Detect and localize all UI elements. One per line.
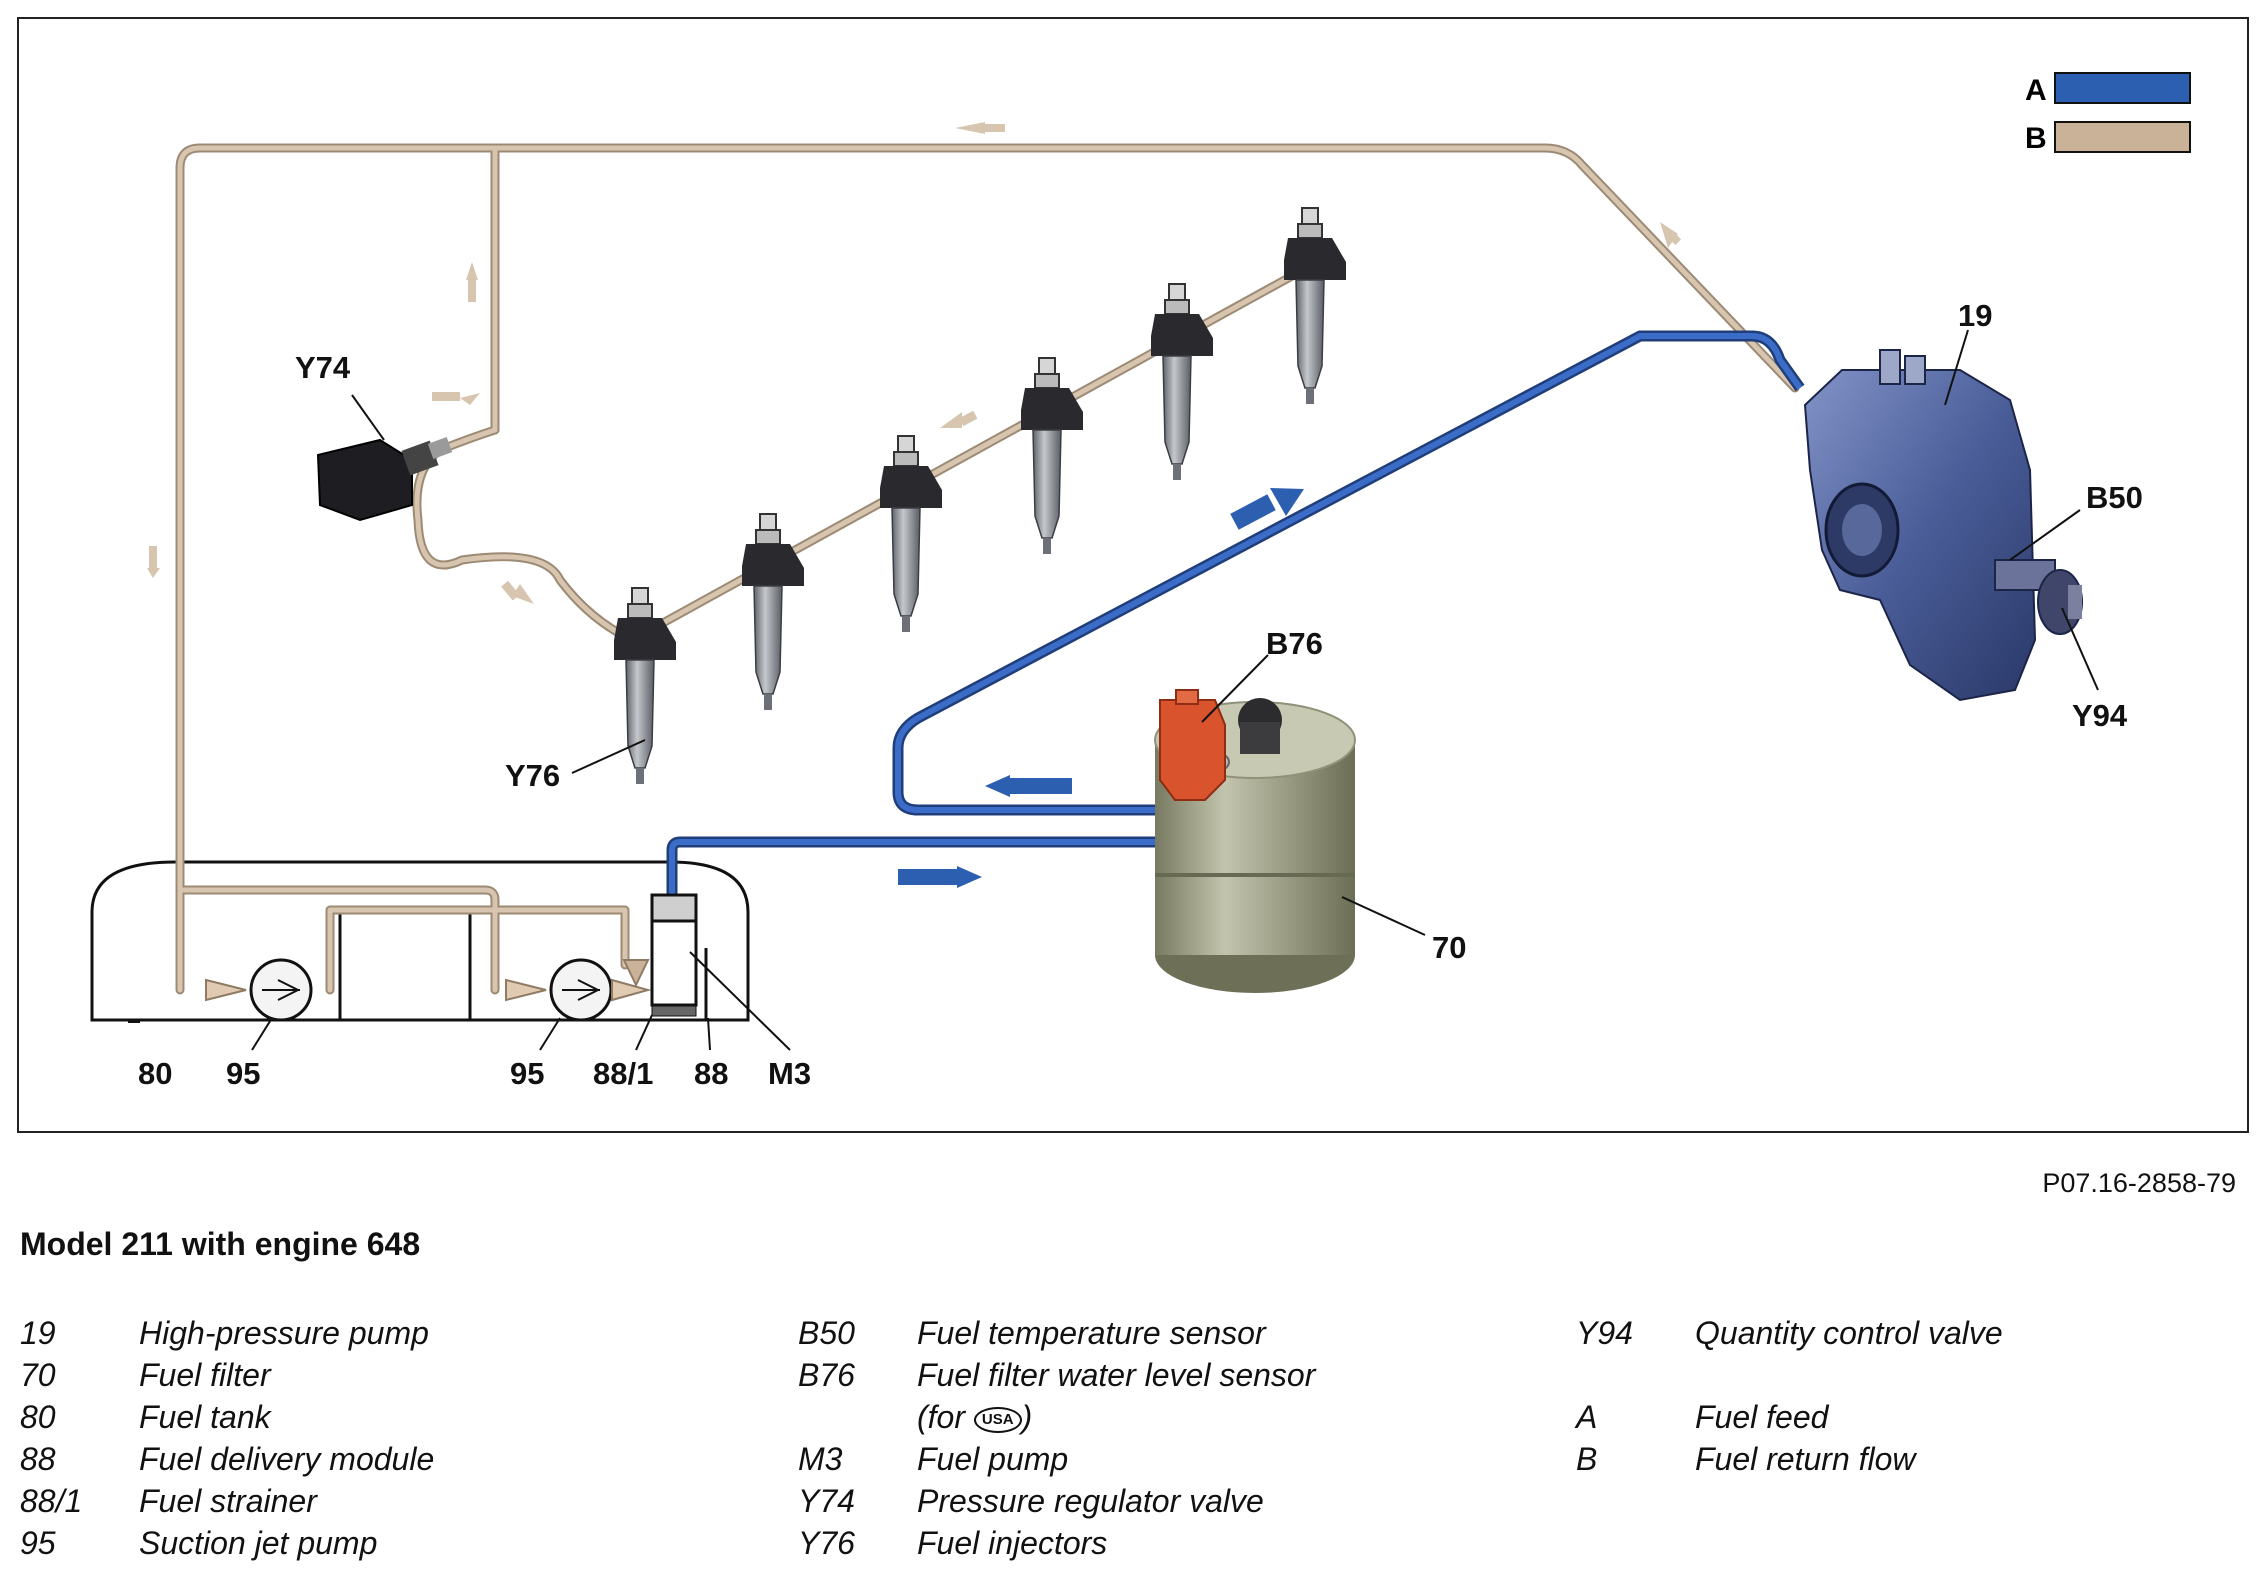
feed-arrow bbox=[985, 775, 1010, 797]
return-arrow bbox=[940, 412, 962, 428]
flow-arrows bbox=[147, 122, 1682, 888]
return-arrow bbox=[460, 393, 480, 405]
legend-code: Y76 bbox=[798, 1525, 855, 1561]
legend-code: 88 bbox=[20, 1441, 56, 1477]
return-lines bbox=[175, 143, 1800, 995]
legend-row: A Fuel feed bbox=[1576, 1396, 2003, 1438]
legend-code: 70 bbox=[20, 1357, 56, 1393]
suction-jet-pump bbox=[205, 958, 313, 1022]
line-key: A B bbox=[2025, 72, 2191, 155]
callout-95: 95 bbox=[226, 1056, 260, 1091]
callout-88-1: 88/1 bbox=[593, 1056, 653, 1091]
legend-code: 19 bbox=[20, 1315, 56, 1351]
usa-badge-icon: USA bbox=[973, 1406, 1022, 1433]
legend-desc: Fuel filter water level sensor bbox=[917, 1357, 1316, 1393]
key-swatch-return bbox=[2054, 121, 2191, 153]
legend-row: 70 Fuel filter bbox=[20, 1354, 434, 1396]
legend-code: Y94 bbox=[1576, 1315, 1633, 1351]
legend-code: 95 bbox=[20, 1525, 56, 1561]
return-arrow bbox=[147, 568, 160, 578]
callout-19: 19 bbox=[1958, 298, 1992, 333]
tank-divider bbox=[338, 906, 472, 1022]
legend-desc: Fuel feed bbox=[1695, 1399, 1829, 1435]
callout-b76: B76 bbox=[1266, 626, 1323, 661]
legend-row: B50 Fuel temperature sensor bbox=[798, 1312, 1315, 1354]
legend-note: (for USA) bbox=[917, 1399, 1033, 1435]
legend-code: M3 bbox=[798, 1441, 843, 1477]
key-swatch-feed bbox=[2054, 72, 2191, 104]
return-arrow bbox=[466, 262, 478, 280]
legend-row: 80 Fuel tank bbox=[20, 1396, 434, 1438]
legend-code: B50 bbox=[798, 1315, 855, 1351]
legend-desc: Fuel pump bbox=[917, 1441, 1069, 1477]
fuel-delivery-module bbox=[622, 893, 708, 1020]
callout-m3: M3 bbox=[768, 1056, 811, 1091]
leader-lines bbox=[128, 329, 2099, 1051]
legend-desc: Pressure regulator valve bbox=[917, 1483, 1264, 1519]
legend-row: M3 Fuel pump bbox=[798, 1438, 1315, 1480]
callout-80: 80 bbox=[138, 1056, 172, 1091]
high-pressure-pump bbox=[1803, 349, 2083, 702]
legend-row: Y76 Fuel injectors bbox=[798, 1522, 1315, 1564]
legend-code: B bbox=[1576, 1441, 1598, 1477]
feed-arrow bbox=[957, 866, 982, 888]
legend-row: 88 Fuel delivery module bbox=[20, 1438, 434, 1480]
callout-70: 70 bbox=[1432, 930, 1466, 965]
legend-row: (for USA) bbox=[798, 1396, 1315, 1438]
diagram-frame bbox=[17, 17, 2249, 1133]
model-title: Model 211 with engine 648 bbox=[20, 1226, 421, 1262]
callout-y94: Y94 bbox=[2072, 698, 2128, 733]
callout-y76: Y76 bbox=[505, 758, 560, 793]
legend-code: B76 bbox=[798, 1357, 855, 1393]
legend-desc: Fuel delivery module bbox=[139, 1441, 435, 1477]
legend-desc: Fuel tank bbox=[139, 1399, 271, 1435]
legend-desc: Fuel filter bbox=[139, 1357, 271, 1393]
callout-88: 88 bbox=[694, 1056, 728, 1091]
legend-code: Y74 bbox=[798, 1483, 855, 1519]
legend-desc: Fuel injectors bbox=[917, 1525, 1108, 1561]
figure-id: P07.16-2858-79 bbox=[2042, 1168, 2236, 1198]
callout-y74: Y74 bbox=[295, 350, 351, 385]
pressure-regulator-valve bbox=[316, 437, 453, 522]
legend-row: 88/1 Fuel strainer bbox=[20, 1480, 434, 1522]
fuel-strainer bbox=[651, 1005, 697, 1017]
legend-row: Y74 Pressure regulator valve bbox=[798, 1480, 1315, 1522]
legend-row: Y94 Quantity control valve bbox=[1576, 1312, 2003, 1354]
legend-row: 95 Suction jet pump bbox=[20, 1522, 434, 1564]
legend-column-3: Y94 Quantity control valve A Fuel feed B Fu… bbox=[1576, 1312, 2003, 1480]
suction-jet-pump bbox=[505, 958, 652, 1022]
legend-row: 19 High-pressure pump bbox=[20, 1312, 434, 1354]
legend-desc: Quantity control valve bbox=[1695, 1315, 2003, 1351]
callout-b50: B50 bbox=[2086, 480, 2143, 515]
legend-column-2: B50 Fuel temperature sensor B76 Fuel filte… bbox=[798, 1312, 1315, 1564]
legend-code: 80 bbox=[20, 1399, 56, 1435]
legend-row: B Fuel return flow bbox=[1576, 1438, 2003, 1480]
legend-desc: Fuel strainer bbox=[139, 1483, 317, 1519]
legend-desc: High-pressure pump bbox=[139, 1315, 429, 1351]
return-arrow bbox=[955, 122, 985, 134]
feed-arrow bbox=[1270, 488, 1304, 516]
key-label-b: B bbox=[2025, 122, 2047, 155]
return-arrow bbox=[512, 584, 534, 604]
legend-desc: Fuel return flow bbox=[1695, 1441, 1916, 1477]
fuel-system-diagram: A B bbox=[17, 17, 2249, 1133]
water-level-sensor bbox=[1159, 689, 1226, 801]
legend-desc: Suction jet pump bbox=[139, 1525, 378, 1561]
legend-desc: Fuel temperature sensor bbox=[917, 1315, 1266, 1351]
legend-code: 88/1 bbox=[20, 1483, 83, 1519]
fuel-injectors bbox=[613, 207, 1347, 785]
callout-95: 95 bbox=[510, 1056, 544, 1091]
key-label-a: A bbox=[2025, 74, 2047, 107]
legend-code: A bbox=[1576, 1399, 1598, 1435]
legend-row: B76 Fuel filter water level sensor bbox=[798, 1354, 1315, 1396]
